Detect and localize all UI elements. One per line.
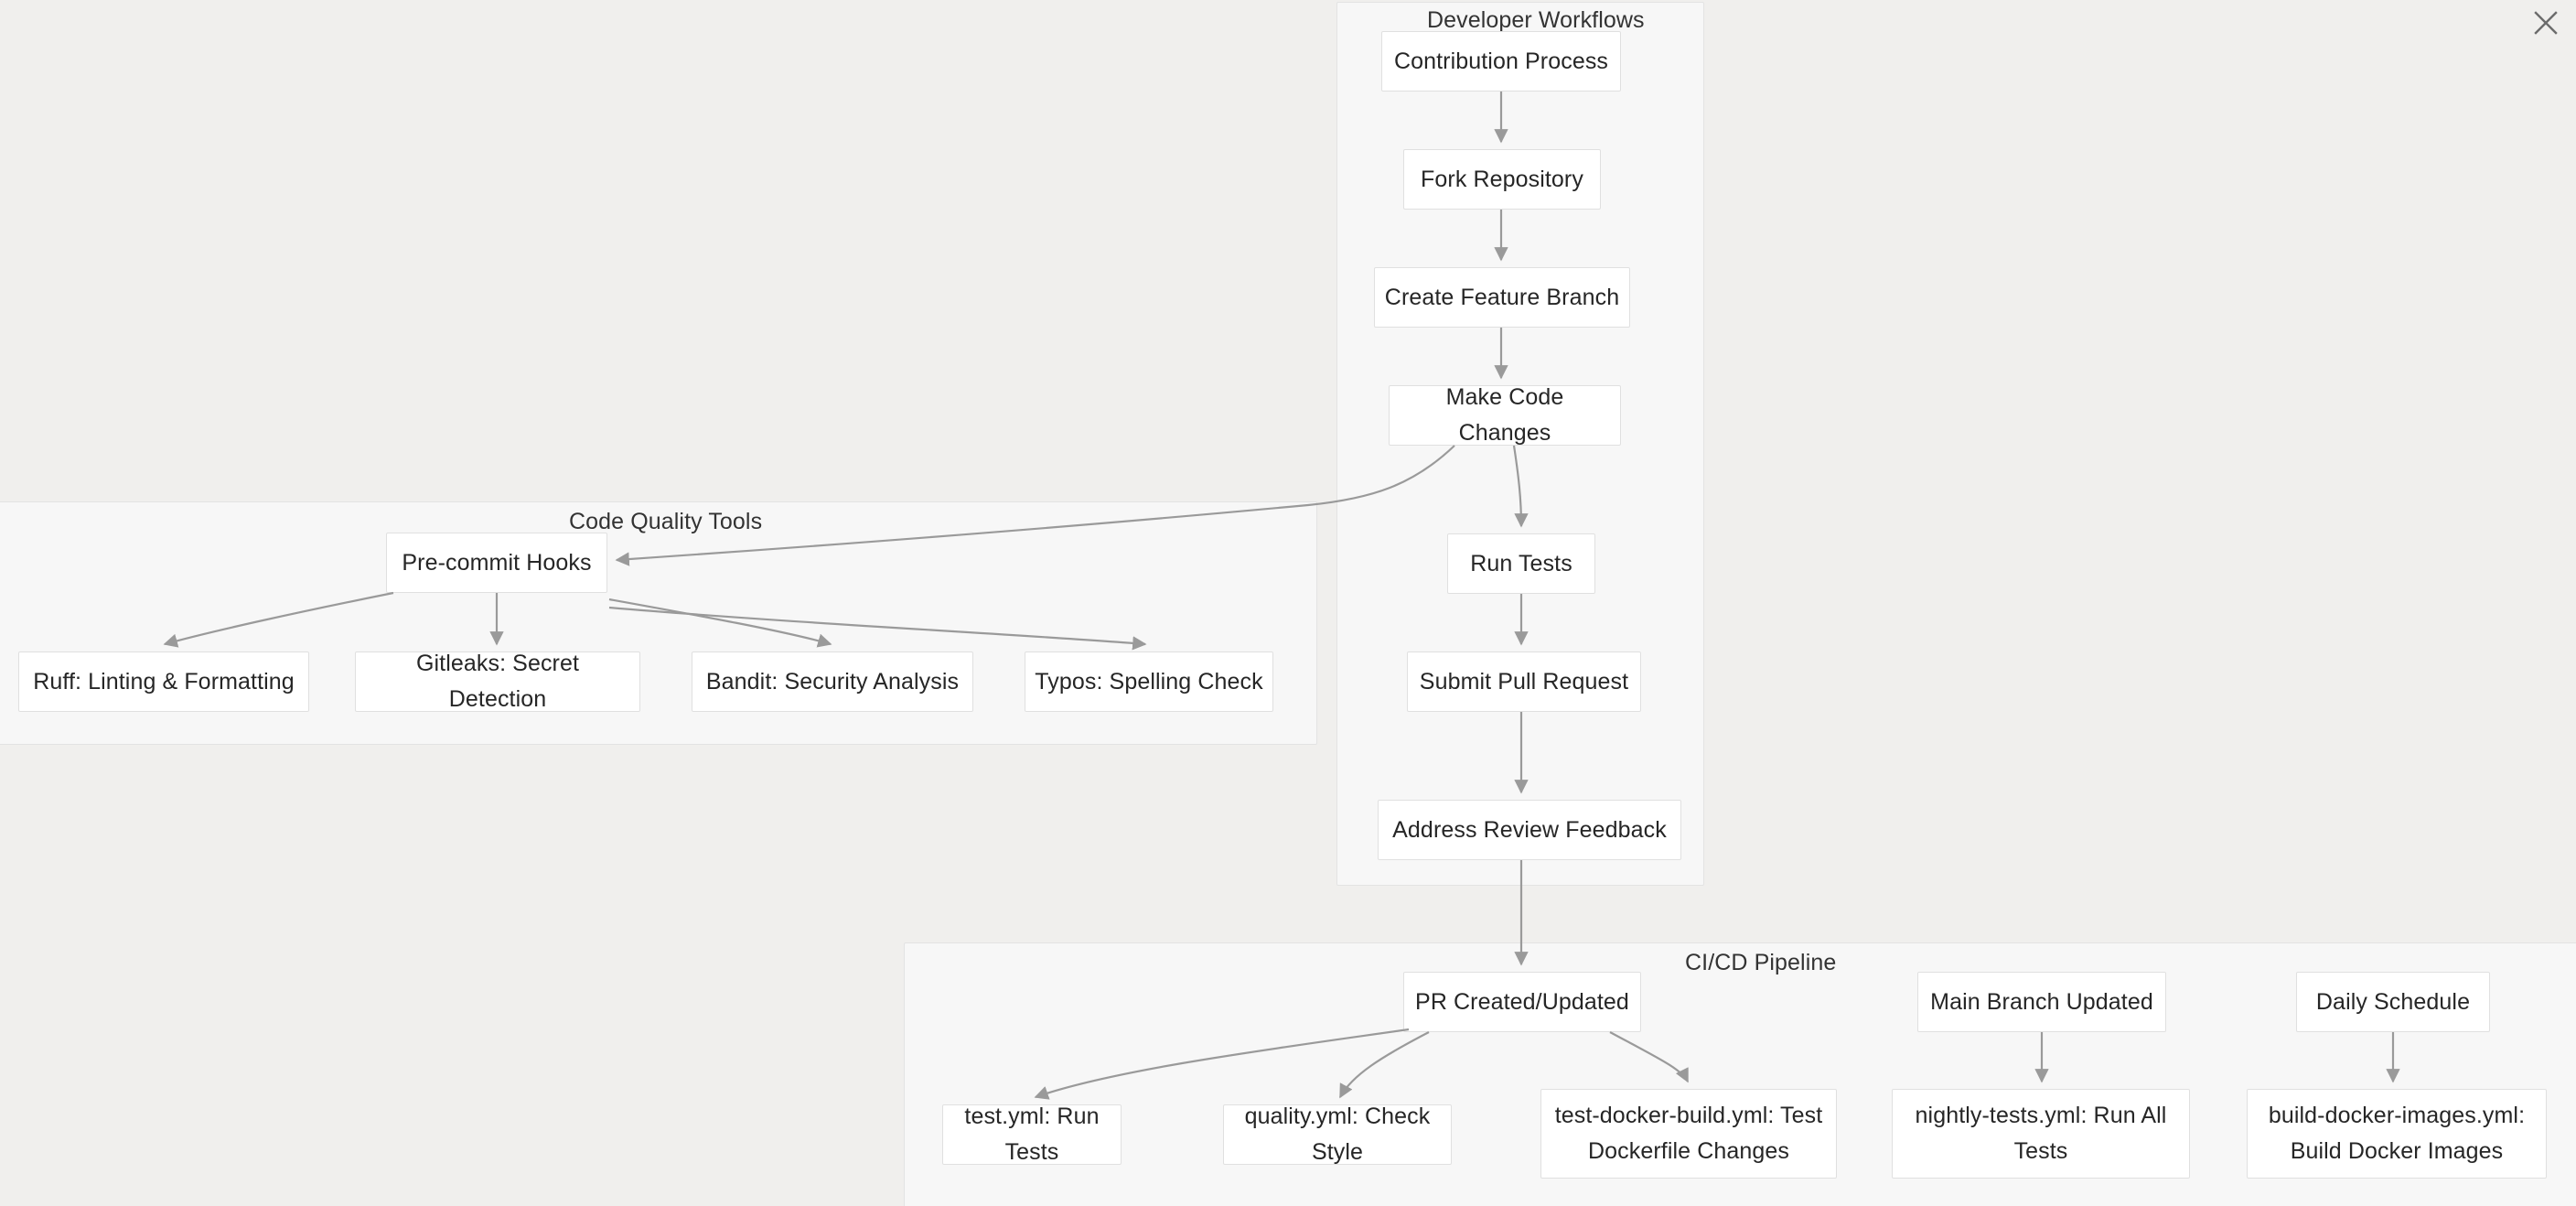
node-bandit[interactable]: Bandit: Security Analysis xyxy=(692,651,973,712)
node-test-docker-build-yml[interactable]: test-docker-build.yml: Test Dockerfile C… xyxy=(1540,1089,1837,1179)
node-daily-schedule[interactable]: Daily Schedule xyxy=(2296,972,2490,1032)
node-submit-pull-request[interactable]: Submit Pull Request xyxy=(1407,651,1641,712)
node-label: PR Created/Updated xyxy=(1415,988,1629,1015)
close-icon-glyph xyxy=(2534,11,2558,35)
node-label: Pre-commit Hooks xyxy=(402,549,592,576)
node-nightly-tests-yml[interactable]: nightly-tests.yml: Run All Tests xyxy=(1892,1089,2190,1179)
node-label: Bandit: Security Analysis xyxy=(705,668,960,695)
node-label: nightly-tests.yml: Run All Tests xyxy=(1915,1103,2167,1164)
node-label: Create Feature Branch xyxy=(1384,284,1620,310)
node-label: build-docker-images.yml: Build Docker Im… xyxy=(2268,1103,2526,1164)
node-address-review-feedback[interactable]: Address Review Feedback xyxy=(1378,800,1681,860)
node-label: Gitleaks: Secret Detection xyxy=(415,651,580,712)
cluster-label-code-quality-tools: Code Quality Tools xyxy=(569,509,763,534)
node-label: quality.yml: Check Style xyxy=(1244,1104,1431,1165)
node-label: test.yml: Run Tests xyxy=(964,1104,1100,1165)
node-precommit-hooks[interactable]: Pre-commit Hooks xyxy=(386,533,607,593)
node-label: Make Code Changes xyxy=(1445,384,1564,446)
node-label: Ruff: Linting & Formatting xyxy=(33,668,295,695)
node-ruff[interactable]: Ruff: Linting & Formatting xyxy=(18,651,309,712)
node-label: Submit Pull Request xyxy=(1419,668,1629,695)
node-label: Daily Schedule xyxy=(2315,988,2471,1015)
node-run-tests[interactable]: Run Tests xyxy=(1447,533,1595,594)
close-icon[interactable] xyxy=(2530,7,2561,38)
node-label: Run Tests xyxy=(1470,550,1572,576)
node-label: Contribution Process xyxy=(1393,48,1609,74)
node-test-yml[interactable]: test.yml: Run Tests xyxy=(942,1104,1122,1165)
node-gitleaks[interactable]: Gitleaks: Secret Detection xyxy=(355,651,640,712)
cluster-label-developer-workflows: Developer Workflows xyxy=(1427,7,1645,33)
node-build-docker-images-yml[interactable]: build-docker-images.yml: Build Docker Im… xyxy=(2247,1089,2547,1179)
node-label: Fork Repository xyxy=(1421,166,1583,192)
node-label: Typos: Spelling Check xyxy=(1035,668,1263,695)
node-quality-yml[interactable]: quality.yml: Check Style xyxy=(1223,1104,1452,1165)
cluster-label-cicd-pipeline: CI/CD Pipeline xyxy=(1685,950,1837,975)
node-make-code-changes[interactable]: Make Code Changes xyxy=(1389,384,1621,446)
node-contribution-process[interactable]: Contribution Process xyxy=(1381,31,1621,92)
node-main-branch-updated[interactable]: Main Branch Updated xyxy=(1917,972,2166,1032)
node-label: Main Branch Updated xyxy=(1930,988,2153,1015)
node-typos[interactable]: Typos: Spelling Check xyxy=(1025,651,1273,712)
node-pr-created-updated[interactable]: PR Created/Updated xyxy=(1403,972,1641,1032)
node-label: test-docker-build.yml: Test Dockerfile C… xyxy=(1554,1103,1823,1164)
node-label: Address Review Feedback xyxy=(1392,816,1667,843)
node-fork-repository[interactable]: Fork Repository xyxy=(1403,149,1601,210)
node-create-feature-branch[interactable]: Create Feature Branch xyxy=(1374,267,1630,328)
